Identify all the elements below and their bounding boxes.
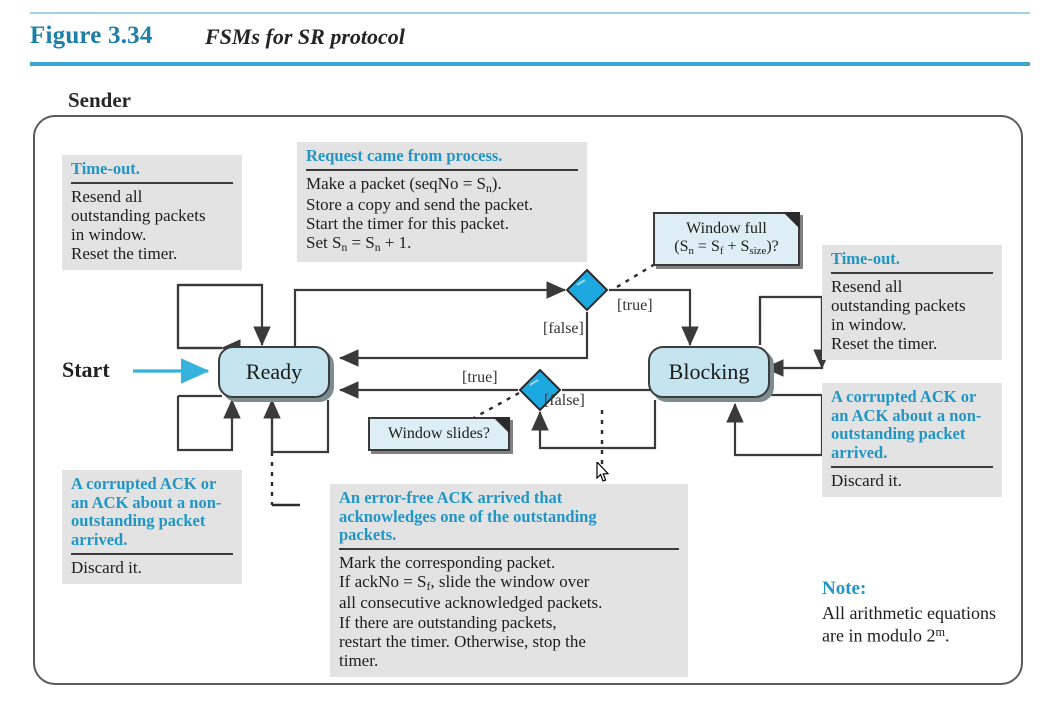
event-box-timeout-right: Time-out. Resend all outstanding packets…: [822, 245, 1002, 361]
event-box-body: Mark the corresponding packet. If ackNo …: [339, 552, 603, 671]
folded-corner-icon: [783, 212, 800, 229]
folded-corner-icon: [493, 417, 510, 434]
note-header: Note:: [822, 578, 867, 599]
event-box-corrupted-right: A corrupted ACK or an ACK about a non- o…: [822, 383, 1002, 497]
event-box-body: Resend all outstanding packets in window…: [831, 276, 966, 354]
event-box-header: Time-out.: [831, 249, 900, 268]
diamond-icon: [518, 368, 562, 412]
event-box-header: Time-out.: [71, 159, 140, 178]
state-ready[interactable]: Ready: [218, 346, 330, 398]
event-box-header: A corrupted ACK or an ACK about a non- o…: [831, 387, 982, 462]
event-box-body: Discard it.: [831, 470, 902, 490]
mouse-cursor-icon: [596, 462, 610, 482]
event-box-body: Resend all outstanding packets in window…: [71, 186, 206, 264]
divider: [71, 181, 233, 184]
event-box-errorfree-ack: An error-free ACK arrived that acknowled…: [330, 484, 688, 678]
state-blocking-label: Blocking: [668, 359, 750, 384]
diamond-icon: [565, 268, 609, 312]
state-ready-label: Ready: [245, 359, 303, 384]
figure-header: Figure 3.34 FSMs for SR protocol: [30, 22, 1030, 54]
note-block: Note: All arithmetic equations are in mo…: [822, 578, 1022, 646]
decision-window-slides-node[interactable]: [518, 368, 562, 412]
event-box-timeout-left: Time-out. Resend all outstanding packets…: [62, 155, 242, 271]
divider: [71, 552, 233, 555]
edge-label-window-full-true: [true]: [617, 297, 653, 314]
note-body: All arithmetic equations are in modulo 2…: [822, 603, 996, 646]
figure-rule-bottom: [30, 62, 1030, 66]
figure-rule-top: [30, 12, 1030, 14]
divider: [831, 271, 993, 274]
figure-number: Figure 3.34: [30, 22, 153, 49]
start-label: Start: [62, 357, 110, 382]
decision-window-full-node[interactable]: [565, 268, 609, 312]
event-box-body: Discard it.: [71, 557, 142, 577]
edge-label-window-full-false: [false]: [543, 320, 584, 337]
event-box-corrupted-left: A corrupted ACK or an ACK about a non- o…: [62, 470, 242, 584]
event-box-header: Request came from process.: [306, 146, 503, 165]
event-box-header: An error-free ACK arrived that acknowled…: [339, 488, 597, 545]
divider: [339, 547, 679, 550]
event-box-request: Request came from process. Make a packet…: [297, 142, 587, 262]
edge-label-window-slides-true: [true]: [462, 369, 498, 386]
event-box-body: Make a packet (seqNo = Sn). Store a copy…: [306, 173, 534, 255]
flag-window-full-line2: (Sn = Sf + Ssize)?: [674, 238, 779, 258]
divider: [306, 168, 578, 171]
flag-window-full-line1: Window full: [686, 220, 767, 238]
event-box-header: A corrupted ACK or an ACK about a non- o…: [71, 474, 222, 549]
divider: [831, 465, 993, 468]
edge-label-window-slides-false: [false]: [544, 392, 585, 409]
state-blocking[interactable]: Blocking: [648, 346, 770, 398]
section-label-sender: Sender: [68, 88, 131, 112]
flag-window-slides: Window slides?: [368, 417, 510, 451]
flag-window-slides-label: Window slides?: [387, 425, 490, 443]
figure-title: FSMs for SR protocol: [205, 24, 405, 49]
flag-window-full: Window full (Sn = Sf + Ssize)?: [653, 212, 800, 266]
